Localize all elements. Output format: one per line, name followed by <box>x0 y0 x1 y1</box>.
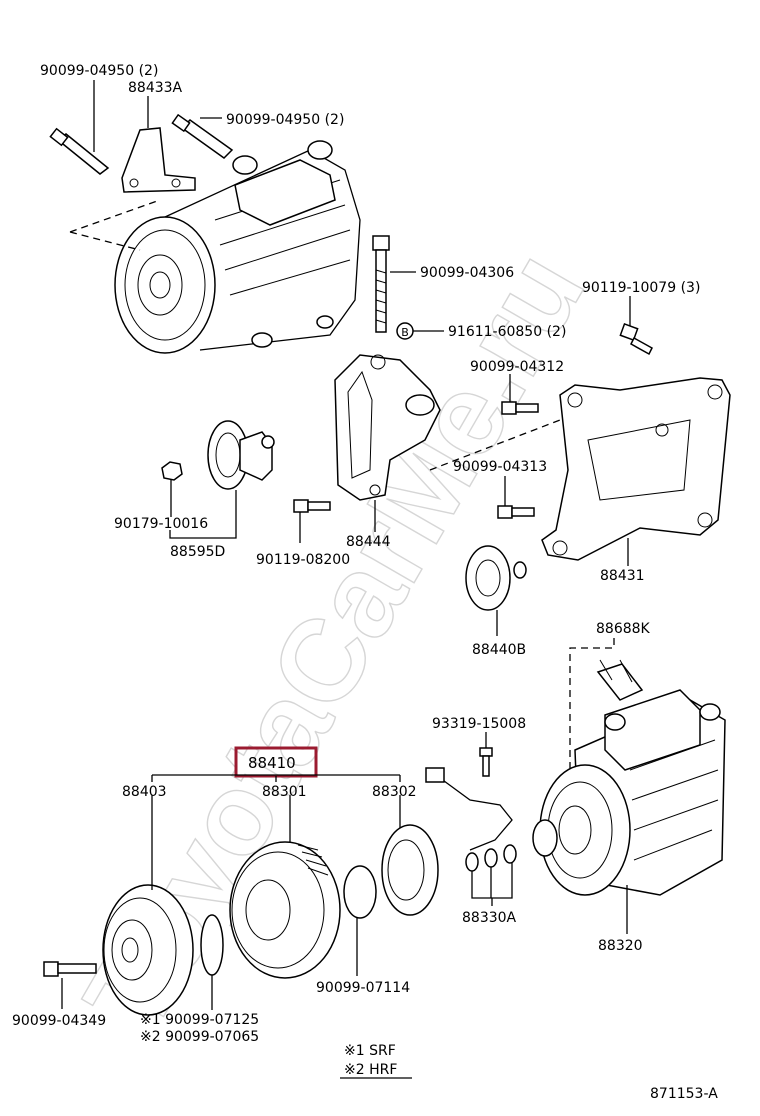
assembly-tree <box>151 774 401 782</box>
hub-88403 <box>102 884 194 1016</box>
label-88440B: 88440B <box>472 642 526 658</box>
bracket-line <box>169 480 237 539</box>
label-bolt-04313: 90099-04313 <box>453 459 547 475</box>
pulley-88301 <box>229 841 341 979</box>
coil-88302 <box>381 824 439 916</box>
bolt-04349 <box>43 961 97 977</box>
bolt-10079 <box>619 323 653 356</box>
bolt-08200 <box>293 499 331 513</box>
label-88688K: 88688K <box>596 621 651 637</box>
leader-dash <box>69 199 161 251</box>
bolt-04950-right <box>171 113 234 159</box>
label-88301: 88301 <box>262 784 307 800</box>
switch-88688K <box>596 659 644 701</box>
figure-id: 871153-A <box>650 1086 718 1102</box>
label-ring-07114: 90099-07114 <box>316 980 410 996</box>
ring-07114 <box>343 865 377 919</box>
pulley-88440B <box>465 545 527 611</box>
pulley-88595D <box>207 420 275 490</box>
label-bolt-04349: 90099-04349 <box>12 1013 106 1029</box>
label-ring-07065: ※2 90099-07065 <box>140 1029 259 1045</box>
leader-dash <box>569 638 615 770</box>
label-88403: 88403 <box>122 784 167 800</box>
label-bolt-04306: 90099-04306 <box>420 265 514 281</box>
label-88302: 88302 <box>372 784 417 800</box>
lower-compressor <box>532 689 726 896</box>
bolt-04312 <box>501 401 539 415</box>
bolt-04313 <box>497 505 535 519</box>
connector <box>425 767 445 783</box>
legend-srf: ※1 SRF <box>344 1043 396 1059</box>
label-bolt-60850: 91611-60850 (2) <box>448 324 566 340</box>
label-nut-10016: 90179-10016 <box>114 516 208 532</box>
label-bolt-08200: 90119-08200 <box>256 552 350 568</box>
label-bolt-04950-right: 90099-04950 (2) <box>226 112 344 128</box>
label-88595D: 88595D <box>170 544 225 560</box>
bracket-line <box>471 863 513 906</box>
b-marker-text: B <box>401 326 409 339</box>
label-88431: 88431 <box>600 568 645 584</box>
label-88433A: 88433A <box>128 80 183 96</box>
label-88330A: 88330A <box>462 910 517 926</box>
bracket-88444 <box>334 354 441 501</box>
screw-15008 <box>479 747 493 777</box>
nut-10016 <box>161 461 183 481</box>
label-bolt-04950-left: 90099-04950 (2) <box>40 63 158 79</box>
label-ring-07125: ※1 90099-07125 <box>140 1012 259 1028</box>
legend-hrf: ※2 HRF <box>344 1062 397 1078</box>
label-screw-15008: 93319-15008 <box>432 716 526 732</box>
bolt-04950-left <box>49 127 110 175</box>
label-88444: 88444 <box>346 534 391 550</box>
label-88320: 88320 <box>598 938 643 954</box>
bolt-04306 <box>372 235 390 333</box>
snap-ring-07125 <box>200 914 224 976</box>
bracket-88431 <box>541 377 731 561</box>
label-88410: 88410 <box>248 754 296 772</box>
label-bolt-10079: 90119-10079 (3) <box>582 280 700 296</box>
wire <box>439 777 513 851</box>
b-marker: B <box>396 322 414 340</box>
upper-compressor <box>114 140 361 354</box>
label-bolt-04312: 90099-04312 <box>470 359 564 375</box>
bracket-88433A <box>121 127 196 193</box>
